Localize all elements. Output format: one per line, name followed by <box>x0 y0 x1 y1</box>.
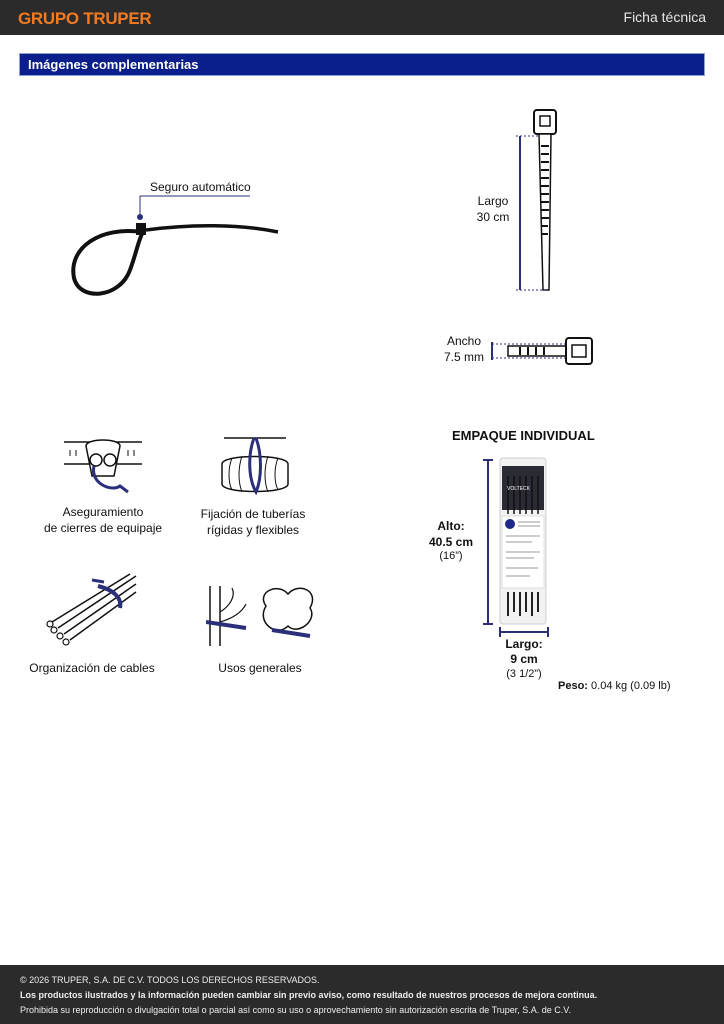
top-bar: GRUPO TRUPER Ficha técnica <box>0 0 724 35</box>
cable-organization-icon <box>46 573 137 646</box>
cable-tie-illustration <box>71 195 279 296</box>
use-luggage-line2: de cierres de equipaje <box>43 521 163 535</box>
package-height-inch: (16”) <box>439 550 463 562</box>
length-value: 30 cm <box>476 210 510 224</box>
package-title: EMPAQUE INDIVIDUAL <box>452 428 595 443</box>
lock-callout: Seguro automático <box>150 180 251 194</box>
section-title: Imágenes complementarias <box>28 57 199 72</box>
package-height-value: 40.5 cm <box>428 535 474 549</box>
brand-logo: GRUPO TRUPER <box>18 9 152 28</box>
use-cables: Organización de cables <box>29 661 155 675</box>
luggage-zipper-icon <box>64 439 142 494</box>
pipe-bundle-icon <box>221 437 289 496</box>
package-illustration <box>483 457 549 637</box>
cable-tie-width-illustration <box>491 337 593 365</box>
package-width-label: Largo: <box>505 637 543 651</box>
length-label: Largo <box>477 194 509 208</box>
footer-prohibition: Prohibida su reproducción o divulgación … <box>20 1005 571 1015</box>
use-pipes-line1: Fijación de tuberías <box>200 507 306 521</box>
package-weight-label: Peso: <box>558 680 588 692</box>
cable-tie-length-illustration <box>516 109 557 291</box>
package-height-label: Alto: <box>437 519 465 533</box>
use-pipes-line2: rígidas y flexibles <box>206 523 300 537</box>
section-header: Imágenes complementarias <box>19 53 705 76</box>
document-type: Ficha técnica <box>623 9 706 25</box>
width-label: Ancho <box>446 334 482 348</box>
width-value: 7.5 mm <box>443 350 484 364</box>
general-uses-icon <box>206 586 314 646</box>
use-general: Usos generales <box>218 661 302 675</box>
package-width-inch: (3 1/2”) <box>506 668 542 680</box>
use-luggage-line1: Aseguramiento <box>62 505 144 519</box>
footer-notice: Los productos ilustrados y la informació… <box>20 990 598 1000</box>
package-width-value: 9 cm <box>510 652 538 666</box>
footer-copyright: © 2026 TRUPER, S.A. DE C.V. TODOS LOS DE… <box>20 975 320 985</box>
package-weight: Peso: 0.04 kg (0.09 lb) <box>558 678 671 694</box>
footer: © 2026 TRUPER, S.A. DE C.V. TODOS LOS DE… <box>0 965 724 1024</box>
package-weight-value: 0.04 kg (0.09 lb) <box>591 680 671 692</box>
package-brand: VOLTECK <box>507 486 530 492</box>
